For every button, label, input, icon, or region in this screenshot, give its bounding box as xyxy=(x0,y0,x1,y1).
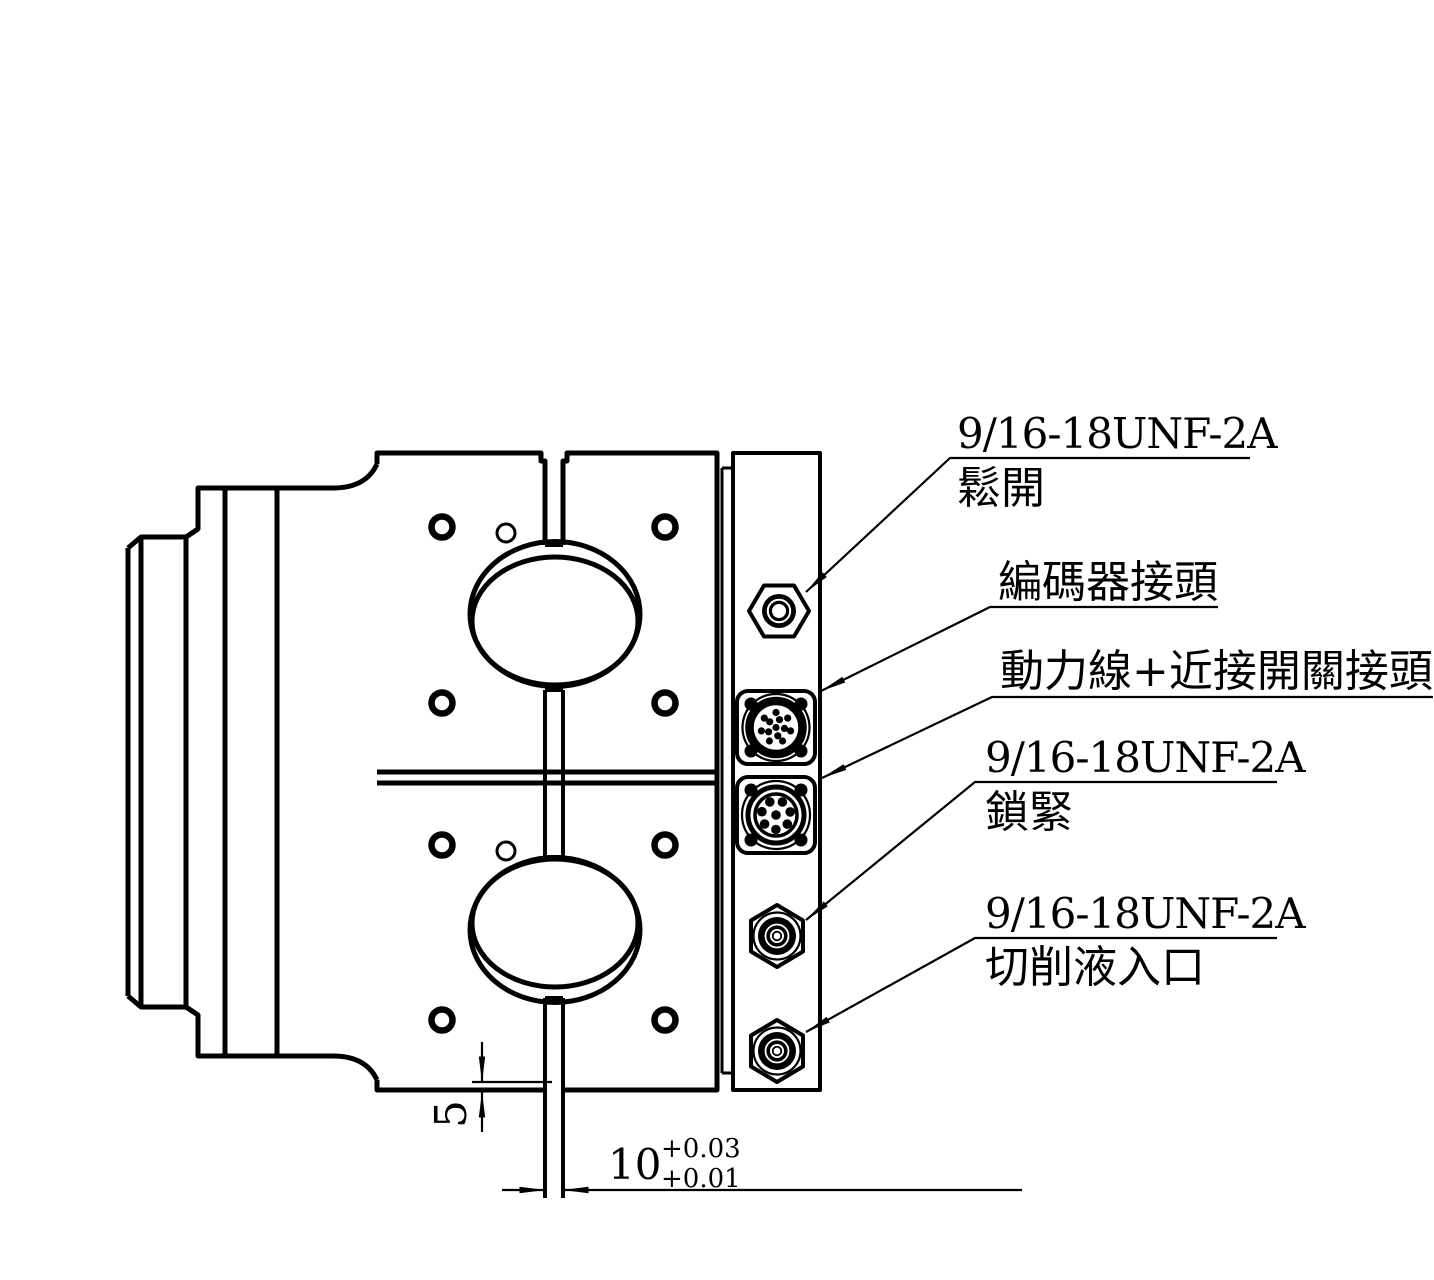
dim-slot-width-tol-lower: +0.01 xyxy=(661,1164,741,1194)
callout-coolant-thread: 9/16-18UNF-2A xyxy=(985,889,1306,938)
hex-port-coolant xyxy=(749,1018,805,1084)
dim-slot-width: 10 xyxy=(608,1140,661,1189)
connector-panel xyxy=(731,451,822,1092)
hex-port-lock xyxy=(749,903,805,969)
dimension-lines xyxy=(478,1042,1022,1194)
leader-coolant xyxy=(805,936,1277,1033)
pin-holes xyxy=(495,522,517,862)
callout-power: 動力線+近接開關接頭 xyxy=(1000,646,1433,697)
callout-loosen-name: 鬆開 xyxy=(957,463,1045,514)
callout-coolant-name: 切削液入口 xyxy=(985,942,1205,993)
upper-bore xyxy=(467,539,643,689)
leader-lock xyxy=(805,780,1277,921)
callout-loosen: 9/16-18UNF-2A 鬆開 xyxy=(957,409,1279,514)
callout-encoder-name: 編碼器接頭 xyxy=(998,557,1218,608)
lower-bore xyxy=(467,855,643,1005)
callout-lock-name: 鎖緊 xyxy=(985,787,1073,838)
dim-slot-depth: 5 xyxy=(426,1100,477,1128)
callout-loosen-thread: 9/16-18UNF-2A xyxy=(957,409,1278,458)
callout-lock: 9/16-18UNF-2A 鎖緊 xyxy=(985,733,1307,838)
clamp-slot xyxy=(543,543,565,1198)
shaft-step-profile xyxy=(125,462,380,1082)
leader-encoder xyxy=(820,605,1218,692)
encoder-pins xyxy=(757,708,795,745)
bolt-holes xyxy=(428,513,679,1034)
callout-lock-thread: 9/16-18UNF-2A xyxy=(985,733,1306,782)
power-pins xyxy=(757,797,795,835)
callout-leaders xyxy=(805,456,1433,1033)
leader-loosen xyxy=(805,456,1250,593)
power-connector xyxy=(735,775,817,855)
leader-power xyxy=(821,695,1433,779)
dim-slot-width-tol-upper: +0.03 xyxy=(661,1134,741,1164)
callout-coolant: 9/16-18UNF-2A 切削液入口 xyxy=(985,889,1307,993)
callout-encoder: 編碼器接頭 xyxy=(998,557,1218,608)
hex-port-loosen xyxy=(747,583,811,639)
encoder-connector xyxy=(735,689,817,766)
callout-power-name: 動力線+近接開關接頭 xyxy=(1000,646,1433,697)
